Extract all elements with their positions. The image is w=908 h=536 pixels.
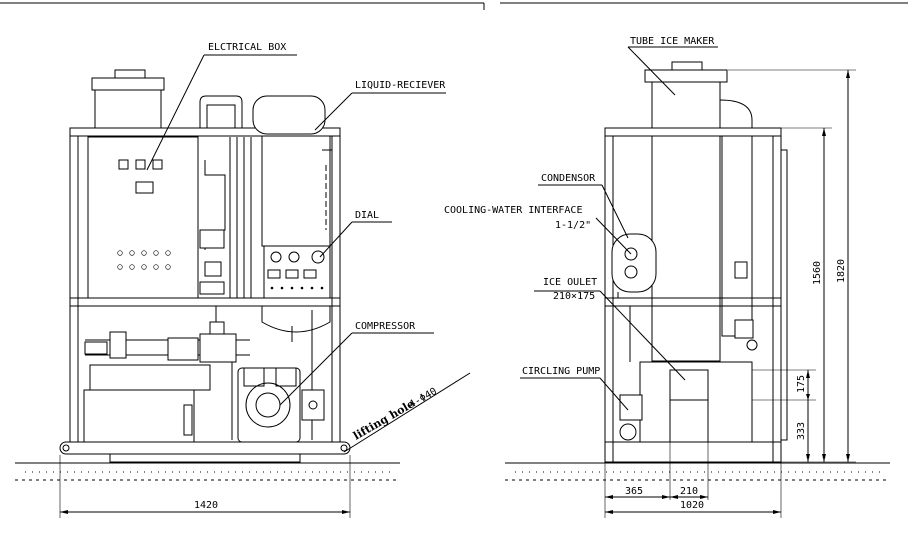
- dim-height-175: 175: [796, 375, 807, 393]
- label-ice-outlet-size: 210×175: [553, 291, 595, 302]
- dim-side-210: 210: [680, 486, 698, 497]
- dim-side-365: 365: [625, 486, 643, 497]
- front-view: ELCTRICAL BOX LIQUID-RECIEVER DIAL COMPR…: [15, 42, 471, 518]
- tube-ice-maker: [644, 61, 753, 362]
- dimension-heights: 1820 1560 175 333: [728, 69, 856, 463]
- dim-height-1560: 1560: [812, 261, 823, 285]
- label-cooling-water-interface: COOLING-WATER INTERFACE: [444, 205, 582, 216]
- water-tank: [83, 389, 195, 443]
- top-border: [0, 2, 908, 10]
- dim-front-width: 1420: [194, 500, 218, 511]
- ground-front: [15, 462, 400, 481]
- side-leaders: [520, 46, 718, 411]
- front-frame: [69, 127, 341, 443]
- label-cooling-water-size: 1-1/2": [555, 220, 591, 231]
- dim-side-width: 1020: [680, 500, 704, 511]
- base-skid: [59, 441, 351, 455]
- front-leaders: [146, 54, 471, 453]
- compressor: [237, 367, 325, 443]
- liquid-receiver-tank: [252, 95, 326, 135]
- label-circling-pump: CIRCLING PUMP: [522, 366, 600, 377]
- dim-height-333: 333: [796, 422, 807, 440]
- label-dial: DIAL: [355, 210, 379, 221]
- label-compressor: COMPRESSOR: [355, 321, 416, 332]
- lifting-hole-annotation: lifting hole 4-Φ40: [351, 386, 439, 443]
- dial-panel: [263, 245, 331, 299]
- label-electrical-box: ELCTRICAL BOX: [208, 42, 286, 53]
- label-ice-outlet: ICE OULET: [543, 277, 597, 288]
- label-lifting-hole: lifting hole: [351, 397, 417, 442]
- dimension-front-width: 1420: [59, 455, 351, 518]
- dim-height-1820: 1820: [836, 259, 847, 283]
- label-condensor: CONDENSOR: [541, 173, 596, 184]
- indicator-lights: [117, 250, 171, 270]
- electrical-box: [87, 136, 199, 299]
- label-lifting-hole-spec: 4-Φ40: [407, 386, 439, 411]
- circling-pump: [619, 361, 753, 443]
- ground-side: [505, 462, 890, 481]
- label-liquid-reciever: LIQUID-RECIEVER: [355, 80, 446, 91]
- condensor: [611, 233, 657, 298]
- side-view: TUBE ICE MAKER CONDENSOR COOLING-WATER I…: [444, 36, 890, 518]
- label-tube-ice-maker: TUBE ICE MAKER: [630, 36, 715, 47]
- dimension-side-widths: 365 210 1020: [604, 442, 782, 518]
